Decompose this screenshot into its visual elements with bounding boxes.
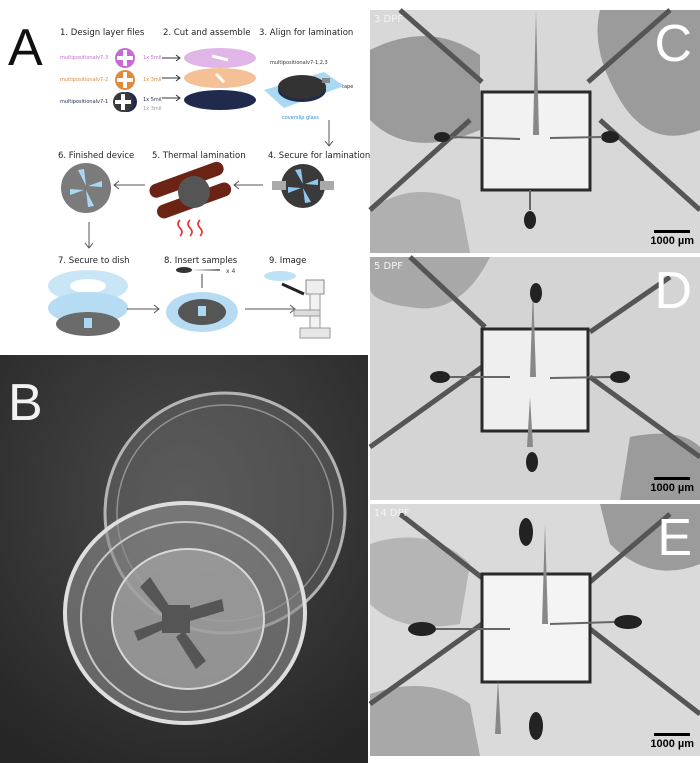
layer-file-1-label: multipositionalv7-1 — [60, 99, 109, 105]
larva-right — [549, 131, 619, 143]
petri-dish-photo — [0, 355, 368, 763]
larva-top — [530, 283, 542, 303]
arrow-right-icon — [127, 304, 160, 314]
panel-e: E 14 DPF 1000 µm — [368, 504, 700, 756]
step-4-secure-diagram — [272, 164, 334, 208]
arrow-left-icon — [233, 180, 263, 190]
step-9-title: 9. Image — [269, 256, 307, 266]
arrow-down-icon — [324, 120, 334, 147]
step-2-title: 2. Cut and assemble — [163, 28, 251, 38]
panel-e-age-label: 14 DPF — [374, 508, 410, 519]
cut-label-2: 1x 3mil — [143, 77, 162, 83]
step-3-title: 3. Align for lamination — [259, 28, 354, 38]
stack-label: multipositionalv7-1,2,3 — [270, 60, 328, 66]
larva-bottom — [529, 712, 543, 740]
step-6-title: 6. Finished device — [58, 151, 135, 161]
larva-left — [434, 132, 521, 142]
arrow-right-icon — [245, 304, 296, 314]
panel-e-letter: E — [657, 509, 692, 567]
layer-3-disc — [115, 48, 135, 68]
layer-1-disc — [113, 92, 137, 112]
panel-c-letter: C — [654, 15, 692, 73]
panel-e-scale-label: 1000 µm — [650, 738, 694, 750]
panel-c: C 3 DPF 1000 µm — [368, 8, 700, 253]
panel-d-age-label: 5 DPF — [374, 261, 404, 272]
panel-b-letter: B — [8, 374, 43, 432]
step-8-samples-diagram — [166, 267, 238, 332]
heat-icon — [177, 219, 203, 237]
step-7-dish-diagram — [48, 270, 128, 336]
step-4-title: 4. Secure for lamination — [268, 151, 371, 161]
zebrafish-larva-icon — [176, 267, 220, 273]
step-5-lamination-diagram — [149, 161, 232, 237]
samples-count: x 4 — [226, 268, 236, 275]
panel-d-letter: D — [654, 262, 692, 320]
panel-d-scale-bar: 1000 µm — [650, 477, 694, 494]
tape-label: tape — [342, 84, 354, 90]
arrow-right-icon — [162, 54, 181, 102]
panel-c-scale-bar: 1000 µm — [650, 230, 694, 247]
step-8-title: 8. Insert samples — [164, 256, 238, 266]
larva-top — [519, 518, 533, 546]
panel-a-letter: A — [8, 19, 43, 77]
cut-label-3: 1x 5mil — [143, 97, 162, 103]
cut-label-1: 1x 5mil — [143, 55, 162, 61]
panel-d-scale-label: 1000 µm — [650, 482, 694, 494]
panel-c-scale-label: 1000 µm — [650, 235, 694, 247]
larva-right — [549, 615, 642, 629]
coverslip-label: coverslip glass — [282, 115, 319, 121]
layer-file-2-label: multipositionalv7-2 — [60, 77, 109, 83]
layer-file-3-label: multipositionalv7-3 — [60, 55, 109, 61]
layer-2-disc — [115, 70, 135, 90]
step-3-align-diagram — [264, 72, 344, 108]
panel-a: A 1. Design layer files 2. Cut and assem… — [0, 0, 370, 350]
larva-left — [430, 371, 510, 383]
micrograph-14dpf — [368, 504, 700, 756]
step-7-title: 7. Secure to dish — [58, 256, 130, 266]
panel-c-age-label: 3 DPF — [374, 14, 404, 25]
step-2-stack-diagram — [162, 48, 256, 110]
step-1-title: 1. Design layer files — [60, 28, 145, 38]
micrograph-5dpf — [368, 255, 700, 500]
panel-d: D 5 DPF 1000 µm — [368, 255, 700, 500]
step-5-title: 5. Thermal lamination — [152, 151, 246, 161]
micrograph-3dpf — [368, 8, 700, 253]
device-channels — [134, 577, 224, 669]
microscope-icon — [264, 271, 331, 339]
panel-b: B — [0, 355, 368, 763]
step-1-layer-icons — [113, 48, 137, 112]
arrow-down-icon — [84, 222, 94, 249]
larva-bottom — [526, 452, 538, 472]
larva-right — [549, 371, 630, 383]
panel-e-scale-bar: 1000 µm — [650, 733, 694, 750]
cut-label-4: 1x 3mil — [143, 106, 162, 112]
larva-left — [408, 622, 510, 636]
larva-bottom — [524, 190, 536, 229]
step-6-device-diagram — [61, 163, 111, 213]
arrow-left-icon — [113, 180, 145, 190]
